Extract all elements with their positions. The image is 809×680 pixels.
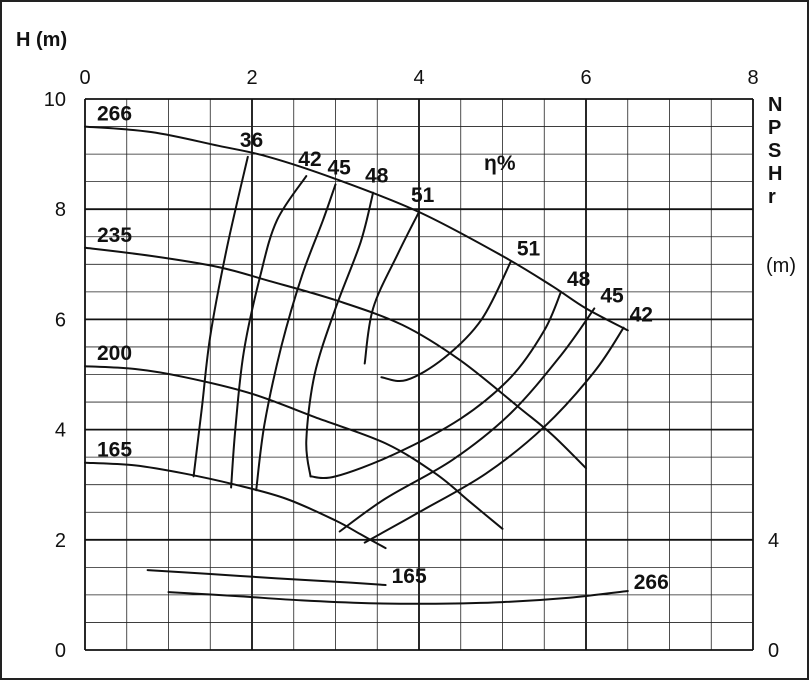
npshr-curve-266 xyxy=(167,590,629,605)
efficiency-curve-right-42 xyxy=(363,326,625,544)
head-curve-266 xyxy=(84,125,629,332)
efficiency-label-right-42: 42 xyxy=(630,304,653,327)
npshr-axis-letter-r: r xyxy=(768,186,776,208)
x-tick-label: 4 xyxy=(413,67,424,89)
x-tick-label: 6 xyxy=(580,67,591,89)
npshr-tick-label: 4 xyxy=(768,530,779,552)
efficiency-curve-left-45 xyxy=(255,183,337,492)
head-curve-label-266: 266 xyxy=(97,103,132,126)
curves xyxy=(84,125,629,605)
npshr-axis-unit: (m) xyxy=(766,255,796,277)
npshr-curve-165 xyxy=(146,569,387,586)
efficiency-curve-left-51 xyxy=(363,211,420,365)
efficiency-label-right-45: 45 xyxy=(600,284,624,307)
efficiency-label: η% xyxy=(484,152,516,175)
x-tick-label: 0 xyxy=(79,67,90,89)
y-tick-label: 6 xyxy=(55,309,66,331)
labels: 0 2 4 6 8 0 2 4 6 8 10 0 4 266 235 200 165 36 42 45 48 51 51 48… xyxy=(44,67,779,662)
head-curve-label-200: 200 xyxy=(97,342,132,365)
efficiency-label-left-48: 48 xyxy=(365,165,389,188)
npshr-axis-letter-s: S xyxy=(768,140,781,162)
head-curve-165 xyxy=(84,461,387,550)
efficiency-curve-left-48 xyxy=(305,191,375,478)
y-tick-label: 8 xyxy=(55,199,66,221)
npshr-axis-letter-p: P xyxy=(768,117,781,139)
efficiency-label-right-51: 51 xyxy=(517,238,541,261)
efficiency-curve-right-45 xyxy=(338,307,596,533)
efficiency-curve-right-51 xyxy=(380,260,512,382)
y-tick-label: 10 xyxy=(44,89,66,111)
efficiency-label-left-51: 51 xyxy=(411,184,435,207)
efficiency-curve-left-42 xyxy=(230,175,308,489)
head-curve-label-235: 235 xyxy=(97,224,132,247)
y-tick-label: 4 xyxy=(55,420,66,442)
efficiency-curve-left-36 xyxy=(192,155,249,478)
y-tick-label: 2 xyxy=(55,530,66,552)
efficiency-curve-right-48 xyxy=(309,290,562,480)
grid xyxy=(84,98,754,651)
efficiency-label-left-45: 45 xyxy=(328,156,352,179)
y-axis-title: H (m) xyxy=(16,29,67,51)
npshr-tick-label: 0 xyxy=(768,640,779,662)
head-curve-235 xyxy=(84,246,587,470)
head-curve-label-165: 165 xyxy=(97,439,132,462)
npshr-curve-label-165: 165 xyxy=(392,565,427,588)
y-tick-label: 0 xyxy=(55,640,66,662)
npshr-curve-label-266: 266 xyxy=(634,571,669,594)
efficiency-label-left-42: 42 xyxy=(298,148,321,171)
npshr-axis-letter-n: N xyxy=(768,94,782,116)
npshr-axis-letter-h: H xyxy=(768,163,782,185)
efficiency-label-right-48: 48 xyxy=(567,268,591,291)
efficiency-label-left-36: 36 xyxy=(240,129,263,152)
x-tick-label: 8 xyxy=(747,67,758,89)
x-tick-label: 2 xyxy=(246,67,257,89)
